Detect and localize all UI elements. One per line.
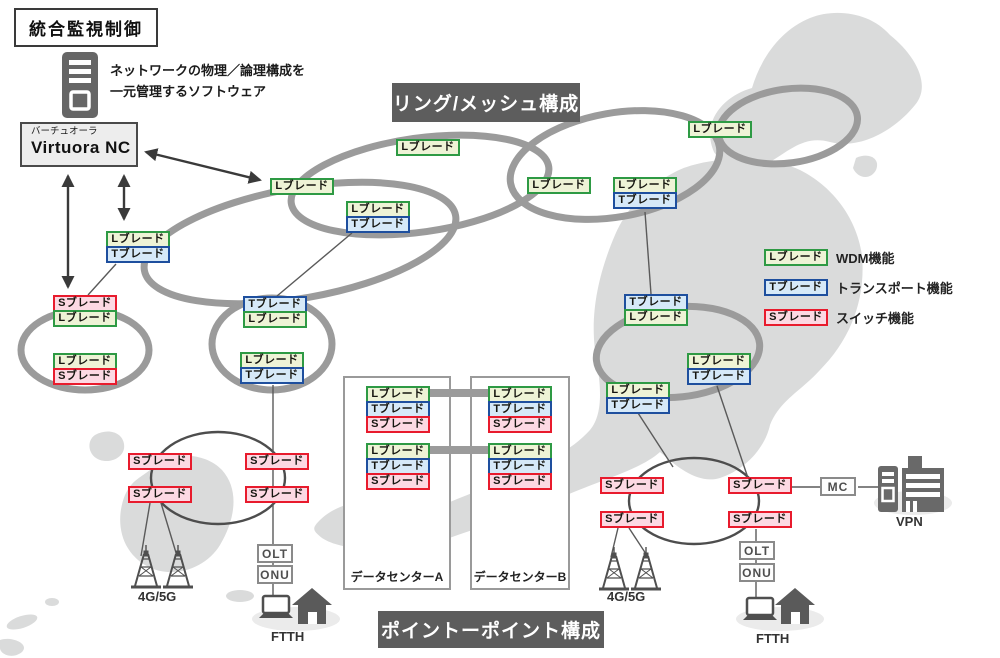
virtuora-title: Virtuora NC [31,138,131,157]
blade-stack: Sブレード [600,511,664,528]
blade-S: Sブレード [600,511,664,528]
text-label-ftth: FTTH [756,631,790,646]
blade-S: Sブレード [764,309,828,326]
dc-link-bar [430,389,489,397]
laptop-icon [259,594,293,618]
blade-stack: Sブレード [128,453,192,470]
blade-L: Lブレード [764,249,828,266]
blade-stack: Sブレード [245,486,309,503]
blade-T: Tブレード [346,216,410,233]
mc-box: MC [820,477,856,496]
blade-stack: Lブレード [688,121,752,138]
datacenter-label: データセンターB [473,570,567,584]
blade-S: Sブレード [128,453,192,470]
dc-link-bar [430,446,489,454]
legend: Lブレード WDM機能 Tブレードトランスポート機能 Sブレードスイッチ機能 [764,248,953,338]
text-label-4g-5g: 4G/5G [607,589,646,604]
blade-L: Lブレード [270,178,334,195]
blade-S: Sブレード [245,486,309,503]
blade-stack: Sブレード [245,453,309,470]
blade-S: Sブレード [728,477,792,494]
blade-S: Sブレード [600,477,664,494]
blade-S: Sブレード [128,486,192,503]
connector-lines [87,211,882,600]
legend-row-L: Lブレード WDM機能 [764,248,953,267]
blade-T: Tブレード [687,368,751,385]
house-icon [775,588,815,624]
datacenter-label: データセンターA [350,570,444,584]
access-ring-ellipses [149,430,761,546]
blade-L: Lブレード [688,121,752,138]
blade-S: Sブレード [53,368,117,385]
monitor-server-icon [62,52,98,118]
legend-row-T: Tブレードトランスポート機能 [764,278,953,297]
blade-S: Sブレード [245,453,309,470]
legend-desc-T: トランスポート機能 [836,281,953,296]
section-label-point-to-point: ポイントーポイント構成 [378,611,604,648]
blade-L: Lブレード [53,310,117,327]
blade-stack: Sブレード [728,477,792,494]
blade-S: Sブレード [728,511,792,528]
blade-L: Lブレード [624,309,688,326]
legend-desc-S: スイッチ機能 [836,311,915,326]
text-label-vpn: VPN [896,514,923,529]
blade-T: Tブレード [240,367,304,384]
page-title: 統合監視制御 [14,8,158,47]
onu-box: ONU [257,565,293,584]
virtuora-nc-node: バーチュオーラ Virtuora NC [20,122,138,167]
virtuora-subtitle: バーチュオーラ [31,126,98,137]
blade-S: Sブレード [488,473,552,490]
control-arrows [61,148,262,289]
blade-T: Tブレード [613,192,677,209]
software-description: ネットワークの物理／論理構成を 一元管理するソフトウェア [110,60,305,102]
software-description-line1: ネットワークの物理／論理構成を [110,63,306,78]
blade-stack: Sブレード [600,477,664,494]
blade-T: Tブレード [764,279,828,296]
blade-stack: Lブレード [270,178,334,195]
laptop-icon [743,596,777,620]
blade-stack: Sブレード [128,486,192,503]
blade-S: Sブレード [488,416,552,433]
blade-L: Lブレード [243,311,307,328]
olt-box: OLT [257,544,293,563]
onu-box: ONU [739,563,775,582]
legend-row-S: Sブレードスイッチ機能 [764,308,953,327]
olt-box: OLT [739,541,775,560]
blade-S: Sブレード [366,473,430,490]
blade-T: Tブレード [606,397,670,414]
text-label-ftth: FTTH [271,629,305,644]
blade-L: Lブレード [527,177,591,194]
text-label-4g-5g: 4G/5G [138,589,177,604]
blade-stack: Lブレード [396,139,460,156]
blade-stack: Lブレード [527,177,591,194]
vpn-building-icon [878,456,944,512]
blade-stack: Sブレード [728,511,792,528]
software-description-line2: 一元管理するソフトウェア [110,84,267,99]
blade-T: Tブレード [106,246,170,263]
section-label-ring-mesh: リング/メッシュ構成 [392,83,580,122]
cell-tower-icons [131,545,661,591]
house-icon [292,588,332,624]
legend-desc-L: WDM機能 [836,251,895,266]
blade-S: Sブレード [366,416,430,433]
blade-L: Lブレード [396,139,460,156]
